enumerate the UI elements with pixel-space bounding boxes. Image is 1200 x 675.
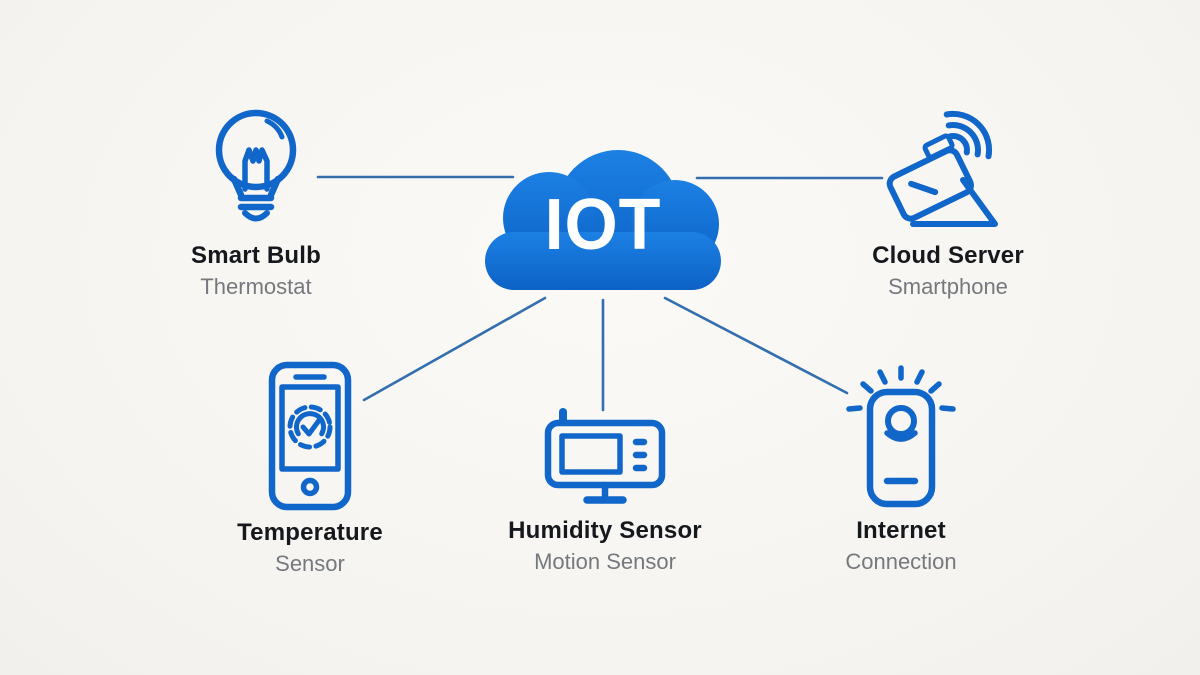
cloud-hub: IOT	[483, 148, 723, 290]
node-subtitle-cloud-server: Smartphone	[888, 273, 1008, 299]
smartphone-gauge-icon	[268, 361, 352, 511]
node-title-cloud-server: Cloud Server	[872, 242, 1024, 269]
cloud-icon	[485, 150, 721, 290]
cloud-hub-label: IOT	[544, 184, 662, 265]
node-subtitle-smart-bulb: Thermostat	[200, 273, 312, 299]
node-subtitle-temperature-sensor: Sensor	[275, 550, 345, 576]
connector-line-cloud-temperature	[362, 296, 547, 402]
smart-sensor-icon	[846, 365, 956, 508]
node-title-smart-bulb: Smart Bulb	[190, 242, 321, 269]
node-temperature-sensor: Temperature Sensor	[180, 361, 440, 576]
node-subtitle-internet-connection: Connection	[845, 548, 957, 574]
connector-line-cloud-internet	[663, 296, 849, 395]
node-title-humidity-sensor: Humidity Sensor	[508, 517, 702, 544]
node-internet-connection: Internet Connection	[771, 363, 1031, 574]
node-title-temperature-sensor: Temperature	[237, 519, 383, 546]
wifi-router-icon	[886, 110, 998, 227]
monitor-icon	[544, 408, 666, 504]
node-smart-bulb: Smart Bulb Thermostat	[126, 106, 386, 299]
node-subtitle-humidity-sensor: Motion Sensor	[534, 548, 676, 574]
node-title-internet-connection: Internet	[856, 517, 946, 544]
node-cloud-server: Cloud Server Smartphone	[818, 104, 1078, 299]
lightbulb-icon	[215, 109, 297, 222]
node-humidity-sensor: Humidity Sensor Motion Sensor	[475, 406, 735, 574]
